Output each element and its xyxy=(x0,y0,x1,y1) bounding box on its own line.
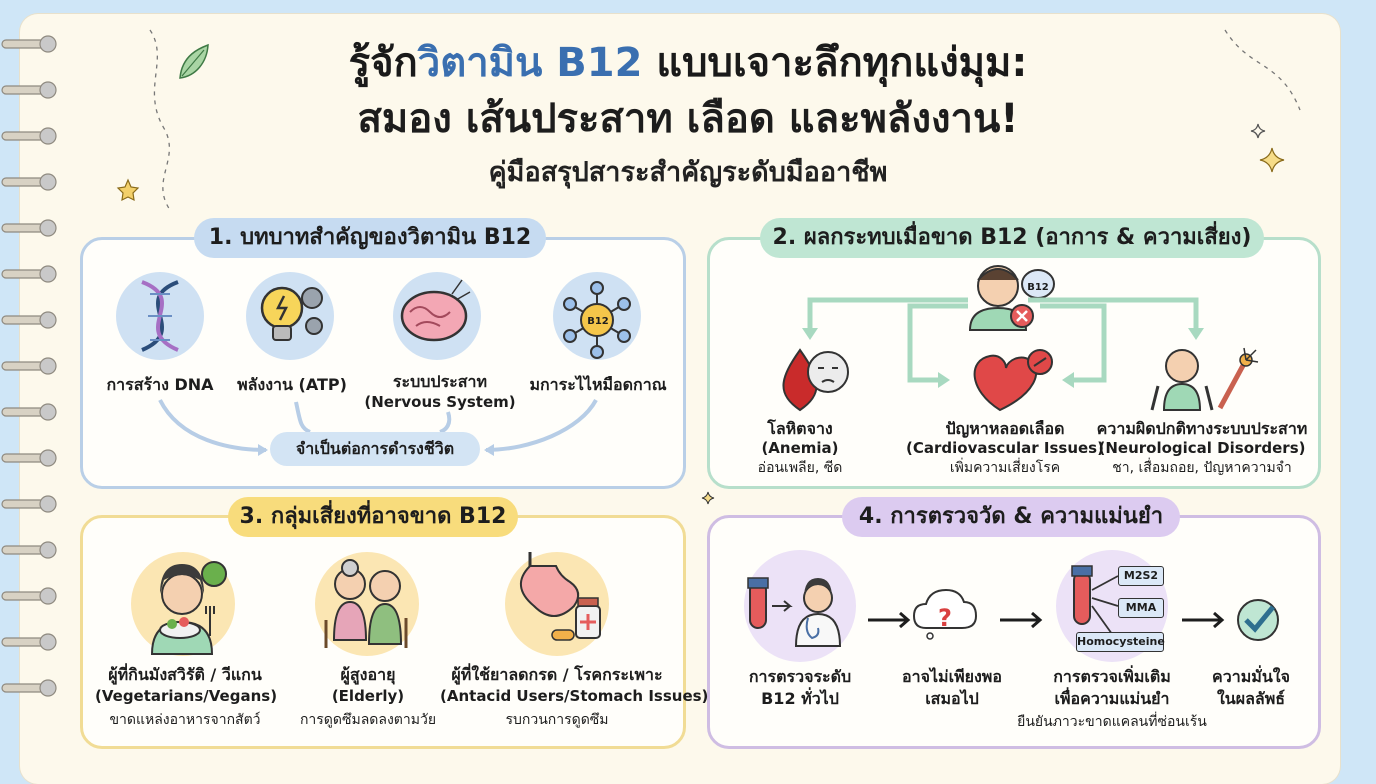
binder-hole xyxy=(39,633,57,651)
heart-icon xyxy=(973,349,1053,412)
section4-heading: 4. การตรวจวัด & ความแม่นยำ xyxy=(842,497,1180,537)
section2-art xyxy=(782,265,1259,412)
impact-neuro-en: (Neurological Disorders) xyxy=(1098,439,1306,457)
page-title: รู้จักวิตามิน B12 แบบเจาะลึกทุกแง่มุม: xyxy=(348,40,1028,86)
doctor-test-icon xyxy=(747,577,842,647)
binder-hole xyxy=(39,173,57,191)
binder-hole xyxy=(39,357,57,375)
binder-hole xyxy=(39,679,57,697)
risk-elderly-label: ผู้สูงอายุ xyxy=(340,665,396,684)
b12-badge-text: B12 xyxy=(587,316,609,327)
title-highlight: วิตามิน B12 xyxy=(417,40,643,86)
binder-hole xyxy=(39,127,57,145)
role-dna-label: การสร้าง DNA xyxy=(106,375,214,394)
step4-line2: ในผลลัพธ์ xyxy=(1216,689,1286,708)
risk-vegan-en: (Vegetarians/Vegans) xyxy=(95,687,278,705)
risk-elderly-en: (Elderly) xyxy=(331,687,405,705)
hidden-deficiency-note: ยืนยันภาวะขาดแคลนที่ซ่อนเร้น xyxy=(1017,714,1207,730)
step2-line1: อาจไม่เพียงพอ xyxy=(902,667,1002,686)
risk-vegan-sub: ขาดแหล่งอาหารจากสัตว์ xyxy=(109,712,261,728)
step1-line2: B12 ทั่วไป xyxy=(761,689,839,708)
impact-anemia-sub: อ่อนเพลีย, ซีด xyxy=(757,460,843,476)
sparkle-icon xyxy=(1259,147,1285,173)
stomach-icon xyxy=(520,552,601,641)
page-title-line2: สมอง เส้นประสาท เลือด และพลังงาน! xyxy=(357,96,1019,142)
page-subtitle: คู่มือสรุปสาระสำคัญระดับมืออาชีพ xyxy=(488,157,888,188)
step3-line1: การตรวจเพิ่มเติม xyxy=(1053,667,1171,686)
binder-hole xyxy=(39,265,57,283)
binder-hole xyxy=(39,541,57,559)
impact-cardio-label: ปัญหาหลอดเลือด xyxy=(945,419,1065,438)
role-nervous-sub: (Nervous System) xyxy=(364,393,516,411)
sparkle-icon xyxy=(701,491,715,505)
impact-cardio-sub: เพิ่มความเสี่ยงโรค xyxy=(949,460,1061,476)
dna-icon xyxy=(141,280,179,352)
question-cloud-icon: ? xyxy=(912,588,978,640)
risk-vegan-label: ผู้ที่กินมังสวิรัติ / วีแกน xyxy=(108,665,262,684)
impact-neuro-sub: ชา, เสื่อมถอย, ปัญหาความจำ xyxy=(1112,460,1292,476)
b12-bubble-text: B12 xyxy=(1027,282,1049,293)
marker-mma: MMA xyxy=(1118,598,1164,618)
impact-neuro-label: ความผิดปกติทางระบบประสาท xyxy=(1096,419,1308,438)
step4-line1: ความมั่นใจ xyxy=(1212,667,1290,686)
risk-antacid-label: ผู้ที่ใช้ยาลดกรด / โรคกระเพาะ xyxy=(451,665,663,684)
elderly-couple-icon xyxy=(324,559,408,648)
star-icon xyxy=(116,178,140,202)
binder-hole xyxy=(39,449,57,467)
sparkle-icon xyxy=(1250,123,1266,139)
check-icon xyxy=(1237,599,1279,641)
risk-antacid-en: (Antacid Users/Stomach Issues) xyxy=(440,687,709,705)
marker-homocysteine: Homocysteine xyxy=(1076,632,1165,652)
neuron-icon xyxy=(1150,347,1259,411)
leaf-icon xyxy=(179,43,209,79)
section3-art xyxy=(131,552,609,656)
section2-heading: 2. ผลกระทบเมื่อขาด B12 (อาการ & ความเสี่… xyxy=(760,218,1264,258)
impact-cardio-en: (Cardiovascular Issues) xyxy=(906,439,1104,457)
lightbulb-gears-icon xyxy=(260,286,323,341)
role-energy-label: พลังงาน (ATP) xyxy=(237,375,347,394)
svg-text:?: ? xyxy=(938,604,952,632)
binder-hole xyxy=(39,495,57,513)
step2-line2: เสมอไป xyxy=(925,689,979,708)
risk-antacid-sub: รบกวนการดูดซึม xyxy=(505,712,609,728)
step1-line1: การตรวจระดับ xyxy=(748,667,852,686)
section4-art: ? xyxy=(744,550,1279,662)
b12-molecule-icon xyxy=(563,281,631,359)
binder-hole xyxy=(39,403,57,421)
section1-art xyxy=(116,272,641,456)
marker-m2s2: M2S2 xyxy=(1118,566,1164,586)
center-essential-label: จำเป็นต่อการดำรงชีวิต xyxy=(270,432,480,466)
section1-heading: 1. บทบาทสำคัญของวิตามิน B12 xyxy=(194,218,546,258)
binder-hole xyxy=(39,219,57,237)
step3-line2: เพื่อความแม่นยำ xyxy=(1054,689,1170,708)
impact-anemia-en: (Anemia) xyxy=(761,439,839,457)
binder-hole xyxy=(39,81,57,99)
role-blood-label: มการะไไหมือดกาณ xyxy=(529,375,667,394)
role-nervous-label: ระบบประสาท xyxy=(392,372,488,391)
binder-hole xyxy=(39,311,57,329)
impact-anemia-label: โลหิตจาง xyxy=(767,419,833,438)
brain-icon xyxy=(400,279,471,342)
vegetarian-icon xyxy=(150,561,227,655)
test-tube-icon xyxy=(1071,565,1119,635)
notebook-rings xyxy=(1,35,57,697)
sad-person-icon xyxy=(968,265,1055,331)
risk-elderly-sub: การดูดซึมลดลงตามวัย xyxy=(299,712,437,728)
binder-hole xyxy=(39,35,57,53)
binder-hole xyxy=(39,587,57,605)
section3-heading: 3. กลุ่มเสี่ยงที่อาจขาด B12 xyxy=(228,497,518,537)
blood-drop-icon xyxy=(782,348,849,412)
